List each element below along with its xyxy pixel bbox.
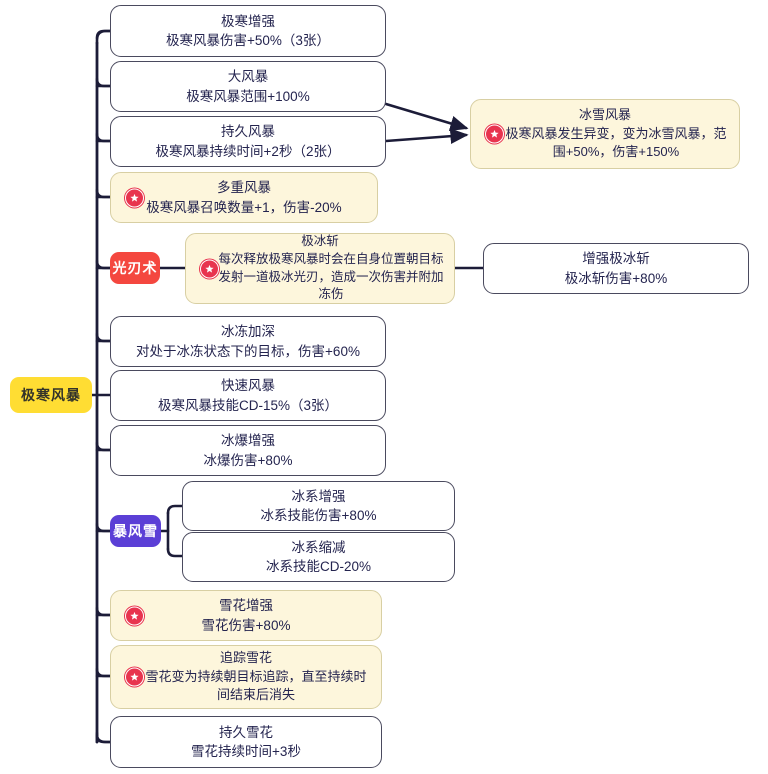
skill-node-zhui-zong-xue-hua[interactable]: 追踪雪花 雪花变为持续朝目标追踪，直至持续时间结束后消失 <box>110 645 382 709</box>
skill-node-desc: 极寒风暴召唤数量+1，伤害-20% <box>146 199 342 215</box>
branch-node-label: 光刃术 <box>112 260 158 276</box>
skill-node-desc: 每次释放极寒风暴时会在自身位置朝目标发射一道极冰光刃，造成一次伤害并附加冻伤 <box>218 251 444 302</box>
skill-node-title: 极寒增强 <box>221 13 275 29</box>
skill-node-desc: 极寒风暴发生异变，变为冰雪风暴，范围+50%，伤害+150% <box>505 125 727 160</box>
skill-node-bing-bao-zeng-qiang[interactable]: 冰爆增强 冰爆伤害+80% <box>110 425 386 476</box>
skill-node-bing-dong-jia-shen[interactable]: 冰冻加深 对处于冰冻状态下的目标，伤害+60% <box>110 316 386 367</box>
skill-node-kuai-su-feng-bao[interactable]: 快速风暴 极寒风暴技能CD-15%（3张） <box>110 370 386 421</box>
skill-node-bing-xue-feng-bao[interactable]: 冰雪风暴 极寒风暴发生异变，变为冰雪风暴，范围+50%，伤害+150% <box>470 99 740 169</box>
branch-node-label: 暴风雪 <box>113 523 158 539</box>
branch-node-guang-ren-shu[interactable]: 光刃术 <box>110 252 160 284</box>
skill-node-da-feng-bao[interactable]: 大风暴 极寒风暴范围+100% <box>110 61 386 112</box>
skill-node-title: 持久雪花 <box>219 724 273 740</box>
skill-node-title: 冰雪风暴 <box>578 107 631 123</box>
skill-node-title: 追踪雪花 <box>219 650 272 666</box>
skill-node-bing-xi-suo-jian[interactable]: 冰系缩减 冰系技能CD-20% <box>182 532 455 582</box>
skill-node-bing-xi-zeng-qiang[interactable]: 冰系增强 冰系技能伤害+80% <box>182 481 455 531</box>
skill-node-desc: 雪花变为持续朝目标追踪，直至持续时间结束后消失 <box>145 668 367 703</box>
skill-node-desc: 对处于冰冻状态下的目标，伤害+60% <box>136 343 360 359</box>
skill-node-desc: 极冰斩伤害+80% <box>564 270 668 286</box>
skill-node-title: 多重风暴 <box>217 180 271 196</box>
skill-node-title: 大风暴 <box>227 69 269 85</box>
star-icon <box>125 667 144 687</box>
star-icon <box>125 606 144 625</box>
skill-node-title: 持久风暴 <box>221 124 275 140</box>
root-node-label: 极寒风暴 <box>21 387 81 403</box>
skill-node-title: 冰系增强 <box>291 488 346 504</box>
skill-node-title: 冰爆增强 <box>221 433 275 449</box>
skill-node-desc: 冰爆伤害+80% <box>203 452 293 468</box>
skill-node-desc: 极寒风暴范围+100% <box>186 88 310 104</box>
skill-node-ji-bing-zhan[interactable]: 极冰斩 每次释放极寒风暴时会在自身位置朝目标发射一道极冰光刃，造成一次伤害并附加… <box>185 233 455 304</box>
skill-node-zeng-qiang-ji-bing-zhan[interactable]: 增强极冰斩 极冰斩伤害+80% <box>483 243 749 294</box>
skill-node-title: 快速风暴 <box>221 378 275 394</box>
skill-node-chi-jiu-feng-bao[interactable]: 持久风暴 极寒风暴持续时间+2秒（2张） <box>110 116 386 167</box>
skill-node-title: 雪花增强 <box>219 598 273 614</box>
skill-node-desc: 极寒风暴技能CD-15%（3张） <box>157 397 339 413</box>
skill-node-title: 极冰斩 <box>301 234 339 248</box>
star-icon <box>200 259 219 278</box>
skill-node-duo-zhong-feng-bao[interactable]: 多重风暴 极寒风暴召唤数量+1，伤害-20% <box>110 172 378 223</box>
skill-node-title: 冰冻加深 <box>221 324 275 340</box>
skill-node-desc: 雪花持续时间+3秒 <box>191 744 301 759</box>
skill-node-chi-jiu-xue-hua[interactable]: 持久雪花 雪花持续时间+3秒 <box>110 716 382 768</box>
skill-node-desc: 极寒风暴伤害+50%（3张） <box>166 33 330 48</box>
skill-node-ji-han-zeng-qiang[interactable]: 极寒增强 极寒风暴伤害+50%（3张） <box>110 5 386 57</box>
skill-node-xue-hua-zeng-qiang[interactable]: 雪花增强 雪花伤害+80% <box>110 590 382 641</box>
star-icon <box>485 124 504 144</box>
star-icon <box>125 188 144 207</box>
root-node-ji-han-feng-bao[interactable]: 极寒风暴 <box>10 377 92 413</box>
skill-node-desc: 冰系技能CD-20% <box>265 559 371 574</box>
skill-node-desc: 冰系技能伤害+80% <box>260 508 377 523</box>
skill-node-title: 冰系缩减 <box>291 539 346 555</box>
skill-node-desc: 雪花伤害+80% <box>201 617 291 633</box>
skill-node-desc: 极寒风暴持续时间+2秒（2张） <box>155 143 341 159</box>
branch-node-bao-feng-xue[interactable]: 暴风雪 <box>110 515 161 547</box>
skill-node-title: 增强极冰斩 <box>582 251 650 267</box>
